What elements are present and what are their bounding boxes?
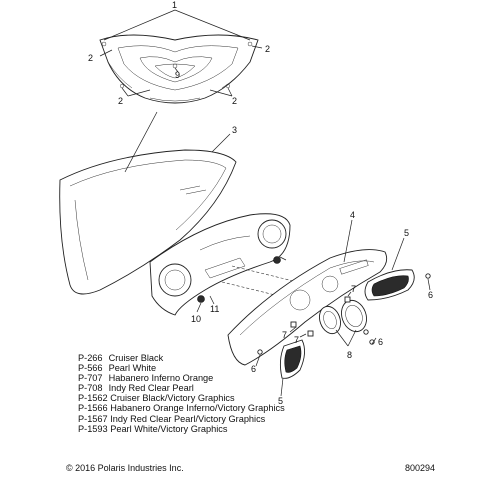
speaker-grille-upper-part [364, 269, 415, 301]
callout-3: 3 [232, 125, 237, 135]
paint-row: P-1567 Indy Red Clear Pearl/Victory Grap… [78, 414, 285, 424]
paint-name: Cruiser Black [108, 353, 164, 363]
paint-name: Pearl White [108, 363, 157, 374]
paint-name: Indy Red Clear Pearl [108, 383, 194, 394]
bezel-rings-part [319, 299, 367, 335]
callout-1: 1 [172, 0, 177, 10]
speaker-grille-lower-part [279, 339, 305, 379]
paint-name: Indy Red Clear Pearl/Victory Graphics [110, 413, 266, 424]
outer-fairing-part [59, 149, 237, 295]
callout-9: 9 [175, 70, 180, 80]
callout-10: 10 [191, 314, 201, 324]
paint-code: P-1562 [78, 393, 108, 404]
callout-8: 8 [347, 350, 352, 360]
inner-fairing-part [149, 213, 291, 316]
paint-code: P-707 [78, 373, 103, 384]
paint-code: P-266 [78, 353, 103, 363]
diagram-number: 800294 [405, 463, 436, 473]
paint-code: P-1567 [78, 413, 108, 424]
paint-code: P-1566 [78, 403, 108, 414]
front-fairing-part [99, 34, 259, 104]
paint-code: P-1593 [78, 423, 108, 434]
callout-2-left: 2 [88, 53, 93, 63]
callout-6-middle: 6 [378, 337, 383, 347]
callout-2-lower-left: 2 [118, 96, 123, 106]
paint-name: Habanero Orange Inferno/Victory Graphics [110, 403, 285, 414]
paint-row: P-707 Habanero Inferno Orange [78, 373, 285, 383]
callout-5-lower: 5 [278, 396, 283, 406]
callout-7-middle: 7 [282, 330, 287, 340]
callout-2-right: 2 [265, 44, 270, 54]
paint-name: Pearl White/Victory Graphics [110, 423, 228, 434]
paint-name: Habanero Inferno Orange [108, 373, 214, 384]
callout-5-upper: 5 [404, 228, 409, 238]
paint-code: P-708 [78, 383, 103, 394]
callout-6-right: 6 [428, 290, 433, 300]
callout-2-lower-right: 2 [232, 96, 237, 106]
callout-4: 4 [350, 210, 355, 220]
callout-7-lower: 7 [294, 335, 299, 345]
instrument-panel-part [227, 249, 388, 366]
paint-code: P-566 [78, 363, 103, 374]
paint-row: P-708 Indy Red Clear Pearl [78, 383, 285, 393]
paint-row: P-566 Pearl White [78, 363, 285, 373]
callout-6-left: 6 [251, 364, 256, 374]
paint-name: Cruiser Black/Victory Graphics [110, 393, 235, 404]
copyright-text: © 2016 Polaris Industries Inc. [66, 463, 184, 473]
callout-11: 11 [210, 304, 219, 314]
paint-row: P-1566 Habanero Orange Inferno/Victory G… [78, 403, 285, 413]
paint-row: P-1593 Pearl White/Victory Graphics [78, 424, 285, 434]
paint-row: P-266 Cruiser Black [78, 353, 285, 363]
paint-row: P-1562 Cruiser Black/Victory Graphics [78, 393, 285, 403]
callout-7-upper: 7 [351, 284, 356, 294]
paint-code-list: P-266 Cruiser Black P-566 Pearl White P-… [78, 353, 285, 434]
